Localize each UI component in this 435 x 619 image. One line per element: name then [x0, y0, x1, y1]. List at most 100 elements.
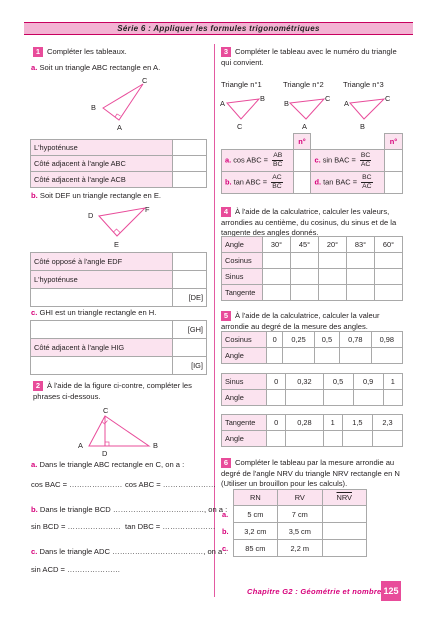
- ex5-cell[interactable]: [282, 347, 315, 364]
- ex3-tri2-label: Triangle n°2: [283, 80, 324, 89]
- ex1-a-answer-3[interactable]: [172, 171, 207, 188]
- ex4-head-20: 20°: [318, 236, 347, 253]
- ex3-answer-a[interactable]: [292, 149, 312, 172]
- ex5-sin-head: Sinus: [221, 373, 267, 390]
- ex6-row-c-rn: 85 cm: [232, 539, 279, 557]
- ex3-row-d-label: d.: [314, 177, 322, 187]
- ex4-cell[interactable]: [318, 284, 347, 301]
- ex6-answer-a[interactable]: [321, 505, 368, 523]
- ex4-row-cos: Cosinus: [221, 252, 263, 269]
- ex6-head-rn: RN: [232, 489, 279, 506]
- ex4-text: À l'aide de la calculatrice, calculer le…: [221, 207, 397, 237]
- ex5-cell[interactable]: [382, 389, 404, 406]
- ex4-head-45: 45°: [290, 236, 319, 253]
- ex5-cos-val: 0,98: [370, 331, 404, 348]
- ex3-answer-c[interactable]: [384, 149, 403, 172]
- ex1-b-row-3[interactable]: [30, 288, 173, 307]
- ex6-row-a-rv: 7 cm: [277, 505, 323, 523]
- ex2-a-sentence: Dans le triangle ABC rectangle en C, on …: [39, 460, 185, 469]
- ex4-cell[interactable]: [374, 268, 403, 285]
- ex4-cell[interactable]: [346, 284, 375, 301]
- ex4-number: 4: [221, 207, 231, 217]
- ex2-number: 2: [33, 381, 43, 391]
- ex4-cell[interactable]: [318, 252, 347, 269]
- ex6-row-a-label: a.: [222, 509, 229, 519]
- ex5-cos-head: Cosinus: [221, 331, 267, 348]
- ex2-c-blank[interactable]: ………………………………: [112, 547, 204, 556]
- ex3-col-head-2: n°: [384, 133, 403, 150]
- ex1-a-text: a. Soit un triangle ABC rectangle en A.: [31, 63, 160, 72]
- ex4-cell[interactable]: [346, 268, 375, 285]
- ex1-c-row-3[interactable]: [30, 356, 173, 375]
- ex1-b-answer-2[interactable]: [172, 270, 207, 289]
- ex2-c-f1-blank[interactable]: …………………: [67, 565, 121, 574]
- tri-abc-c: C: [142, 76, 148, 85]
- ex5-cell[interactable]: [265, 389, 287, 406]
- triangle-abcd-figure: A B C D: [78, 406, 158, 458]
- ex5-cell[interactable]: [285, 430, 324, 447]
- ex1-a-row-adj-acb: Côté adjacent à l'angle ACB: [30, 171, 173, 188]
- ex4-head-60: 60°: [374, 236, 403, 253]
- ex2-b-blank[interactable]: ………………………………: [112, 505, 205, 514]
- ex4-cell[interactable]: [290, 268, 319, 285]
- ex5-cell[interactable]: [265, 430, 287, 447]
- ex1-a-answer-1[interactable]: [172, 139, 207, 156]
- ex5-table-sin: Sinus 0 0,32 0,5 0,9 1 Angle: [221, 373, 404, 406]
- ex1-c-answer-2[interactable]: [172, 338, 207, 357]
- chapter-footer: Chapitre G2 : Géométrie et nombres: [247, 587, 386, 596]
- ex5-cell[interactable]: [322, 389, 354, 406]
- ex5-sin-angle: Angle: [221, 389, 267, 406]
- ex4-cell[interactable]: [262, 284, 291, 301]
- ex5-cell[interactable]: [265, 347, 284, 364]
- ex4-cell[interactable]: [374, 284, 403, 301]
- ex5-tan-val: 2,3: [371, 414, 404, 431]
- ex2-b-f1-label: sin BCD =: [31, 522, 68, 531]
- ex3-tri1-label: Triangle n°1: [221, 80, 262, 89]
- ex6-answer-c[interactable]: [321, 539, 368, 557]
- ex6-row-b-label: b.: [222, 526, 229, 536]
- fig-c: C: [103, 406, 109, 415]
- ex5-cell[interactable]: [371, 430, 404, 447]
- ex5-cell[interactable]: [322, 430, 343, 447]
- ex1-c-row-1[interactable]: [30, 320, 173, 339]
- ex5-cell[interactable]: [339, 347, 372, 364]
- ex4-cell[interactable]: [346, 252, 375, 269]
- ex2-b-f2-label: tan DBC =: [125, 522, 163, 531]
- ex2-a-f2-label: cos ABC =: [125, 480, 163, 489]
- ex1-b-answer-1[interactable]: [172, 252, 207, 271]
- t1-a: A: [220, 99, 225, 108]
- ex2-b-f2-blank[interactable]: …………………: [162, 522, 216, 531]
- ex3-row-b-den: BC: [272, 183, 282, 190]
- ex2-b-f1-blank[interactable]: …………………: [67, 522, 121, 531]
- ex5-tan-val: 0,28: [285, 414, 324, 431]
- ex4-cell[interactable]: [262, 268, 291, 285]
- ex5-cos-val: 0,25: [282, 331, 315, 348]
- ex5-cell[interactable]: [285, 389, 324, 406]
- t2-c: C: [325, 94, 331, 103]
- ex4-cell[interactable]: [290, 284, 319, 301]
- ex3-answer-d[interactable]: [384, 171, 403, 194]
- ex4-cell[interactable]: [290, 252, 319, 269]
- ex5-cell[interactable]: [370, 347, 404, 364]
- ex4-table: Angle 30° 45° 20° 83° 60° Cosinus Sinus …: [221, 236, 403, 301]
- ex5-cell[interactable]: [341, 430, 373, 447]
- ex2-text: À l'aide de la figure ci-contre, complét…: [33, 381, 192, 401]
- ex6-answer-b[interactable]: [321, 522, 368, 540]
- ex3-answer-b[interactable]: [292, 171, 312, 194]
- ex4-cell[interactable]: [374, 252, 403, 269]
- t1-b: B: [260, 94, 265, 103]
- ex4-cell[interactable]: [262, 252, 291, 269]
- ex2-a-f2-blank[interactable]: …………………: [162, 480, 216, 489]
- ex4-row-sin: Sinus: [221, 268, 263, 285]
- ex1-a-answer-2[interactable]: [172, 155, 207, 172]
- ex6-row-a-rn: 5 cm: [232, 505, 279, 523]
- ex2-a-f1-blank[interactable]: …………………: [69, 480, 123, 489]
- ex3-row-c-label: c.: [314, 155, 321, 165]
- ex6-head-rv: RV: [277, 489, 323, 506]
- ex5-cell[interactable]: [313, 347, 341, 364]
- ex4-cell[interactable]: [318, 268, 347, 285]
- ex5-tan-head: Tangente: [221, 414, 267, 431]
- ex5-cell[interactable]: [352, 389, 384, 406]
